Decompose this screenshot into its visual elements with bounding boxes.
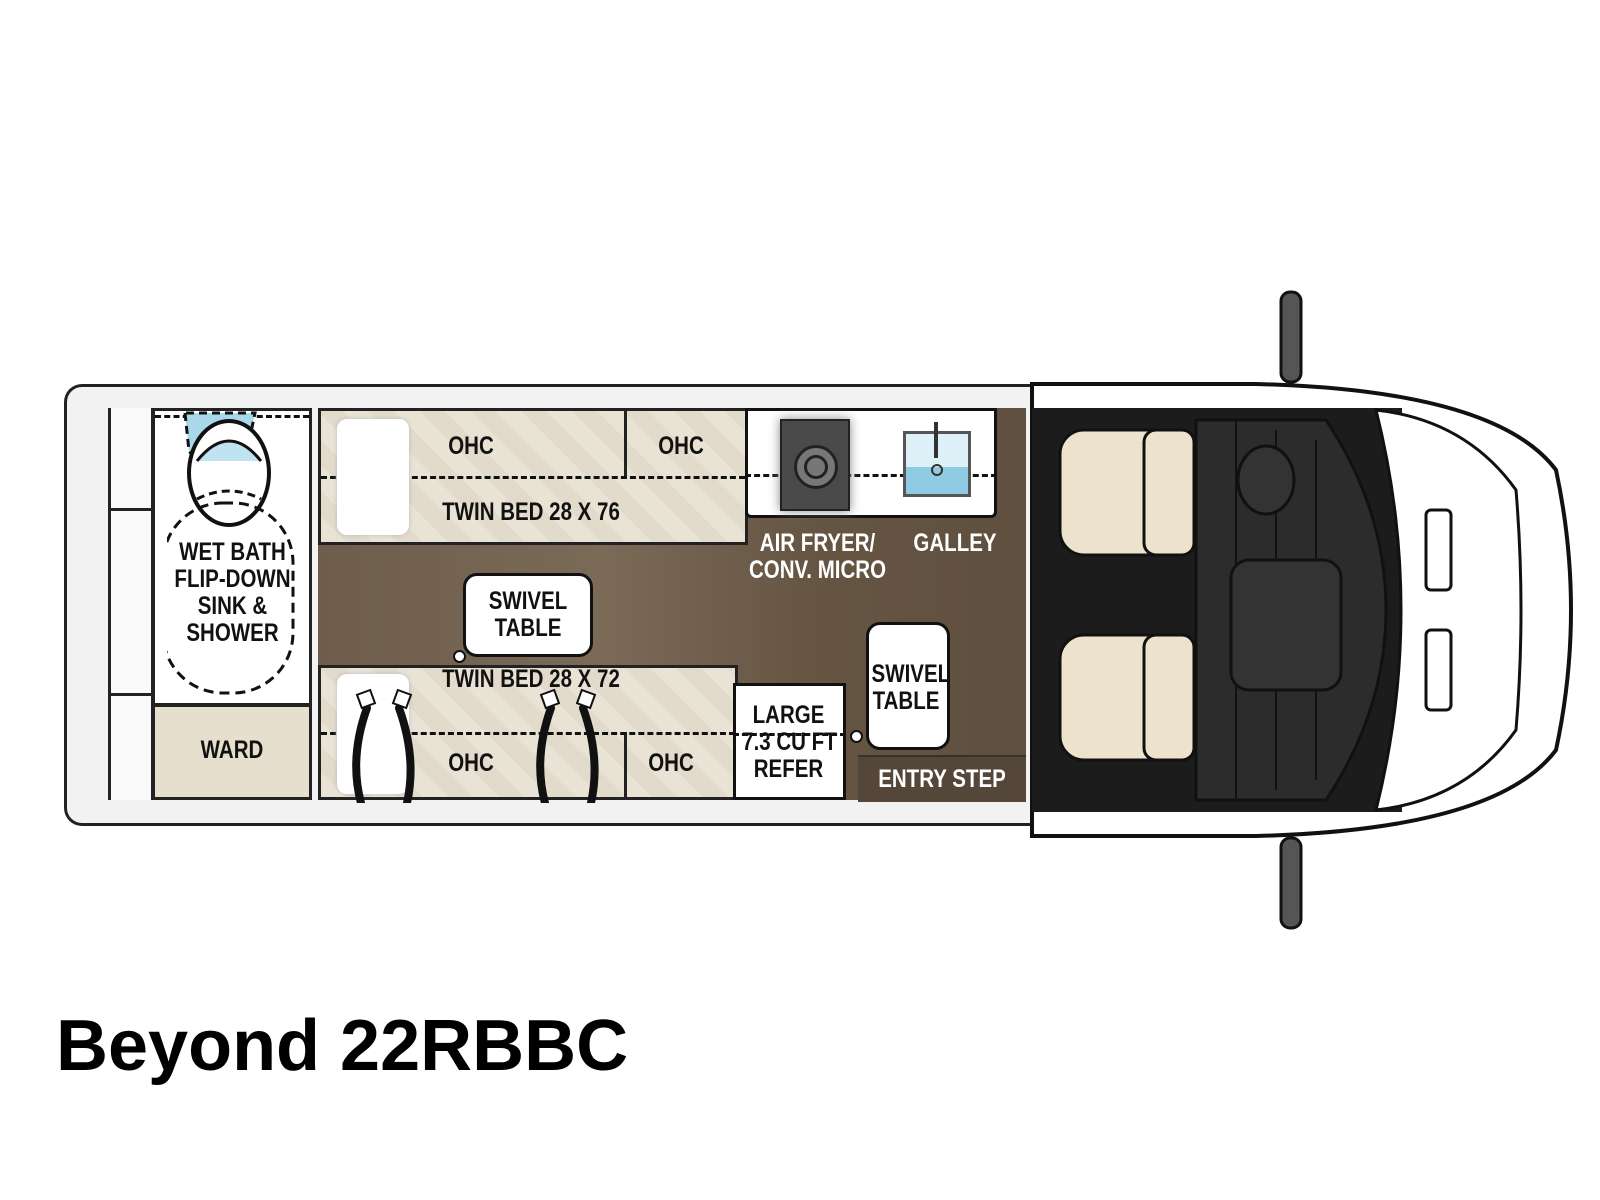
twin-bed-upper-label: TWIN BED 28 X 76 xyxy=(442,498,620,526)
swivel-table-2[interactable]: SWIVEL TABLE xyxy=(866,622,950,750)
ohc-lower-left: OHC xyxy=(448,749,494,777)
wet-bath-label-3: SINK & xyxy=(197,592,268,620)
floorplan-title: Beyond 22RBBC xyxy=(56,1006,629,1086)
air-fryer-label-1: AIR FRYER/ xyxy=(759,529,876,557)
driver-seat xyxy=(1058,428,1196,557)
wet-bath-label-1: WET BATH xyxy=(179,538,286,566)
twin-bed-lower-label: TWIN BED 28 X 72 xyxy=(442,665,620,693)
wardrobe: WARD xyxy=(152,704,312,800)
mirror-left xyxy=(1279,290,1303,384)
galley-label: GALLEY xyxy=(913,529,997,557)
refer-label-3: REFER xyxy=(753,755,824,783)
refrigerator: LARGE 7.3 CU FT REFER xyxy=(733,683,846,800)
rear-cap xyxy=(108,408,154,800)
swivel-table-1-label-2: TABLE xyxy=(494,614,562,642)
swivel-table-2-label-1: SWIVEL xyxy=(871,660,951,688)
swivel-table-1[interactable]: SWIVEL TABLE xyxy=(463,573,593,657)
twin-bed-upper: OHC OHC TWIN BED 28 X 76 xyxy=(318,408,748,545)
passenger-seat xyxy=(1058,633,1196,762)
entry-step: ENTRY STEP xyxy=(858,755,1026,802)
wet-bath-label-2: FLIP-DOWN xyxy=(174,565,291,593)
sink-icon xyxy=(903,422,971,497)
pillow xyxy=(337,419,409,535)
swivel-table-1-label-1: SWIVEL xyxy=(488,587,568,615)
wet-bath: WET BATH FLIP-DOWN SINK & SHOWER xyxy=(152,408,312,706)
refer-label-2: 7.3 CU FT xyxy=(742,728,837,756)
galley-counter xyxy=(745,408,997,518)
ohc-upper-left: OHC xyxy=(448,432,494,460)
seatbelt-icons xyxy=(352,688,599,803)
toilet-icon xyxy=(167,411,295,695)
wet-bath-label-4: SHOWER xyxy=(186,619,279,647)
ohc-upper-right: OHC xyxy=(658,432,704,460)
swivel-table-2-label-2: TABLE xyxy=(872,687,940,715)
air-fryer-label-2: CONV. MICRO xyxy=(748,556,887,584)
refer-label-1: LARGE xyxy=(752,701,825,729)
mirror-right xyxy=(1279,836,1303,930)
ward-label: WARD xyxy=(200,736,264,764)
table-pivot xyxy=(453,650,466,663)
table-pivot xyxy=(850,730,863,743)
van-cab xyxy=(1030,290,1573,930)
twin-bed-lower: TWIN BED 28 X 72 OHC OHC xyxy=(318,665,738,803)
entry-step-label: ENTRY STEP xyxy=(878,765,1006,793)
ohc-lower-right: OHC xyxy=(648,749,694,777)
air-fryer-icon xyxy=(780,419,850,511)
